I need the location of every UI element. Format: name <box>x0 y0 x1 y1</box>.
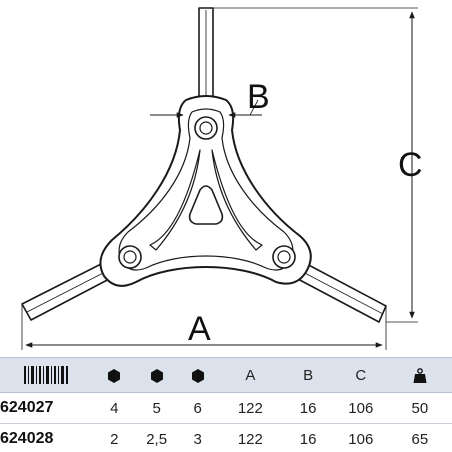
left-recess <box>149 149 201 251</box>
screws <box>118 116 296 269</box>
dimension-c-value: 106 <box>333 392 388 424</box>
dimension-lines <box>21 7 418 350</box>
table-row: 624028 2 2,5 3 122 16 106 65 <box>0 423 452 452</box>
barcode-icon <box>24 366 69 384</box>
header-c: C <box>333 357 388 393</box>
hex-icon <box>108 368 121 383</box>
header-code <box>0 357 93 393</box>
hex-icon <box>150 368 163 383</box>
table-header-row: A B C <box>0 357 452 393</box>
dimension-label-c: C <box>398 146 423 184</box>
dimension-label-b: B <box>247 78 270 116</box>
table-row: 624027 4 5 6 122 16 106 50 <box>0 392 452 424</box>
specification-table: A B C 624027 4 5 6 122 16 106 <box>0 357 452 452</box>
hex-size-2: 2,5 <box>136 423 178 452</box>
y-wrench-technical-drawing: B C A <box>21 7 423 350</box>
weight-value: 65 <box>387 423 452 452</box>
dimension-b-value: 16 <box>282 423 334 452</box>
hex-size-3: 6 <box>177 392 219 424</box>
handle-center-triangle <box>188 185 224 225</box>
weight-value: 50 <box>387 392 452 424</box>
product-code: 624028 <box>0 423 93 452</box>
handle-inner-contour <box>118 108 294 271</box>
header-hex-3 <box>177 357 219 393</box>
hex-size-1: 4 <box>92 392 137 424</box>
dimension-a-value: 122 <box>218 423 283 452</box>
hex-size-3: 3 <box>177 423 219 452</box>
dimension-label-a: A <box>188 310 211 348</box>
header-hex-2 <box>136 357 178 393</box>
hex-size-2: 5 <box>136 392 178 424</box>
product-code: 624027 <box>0 392 93 424</box>
dimension-b-value: 16 <box>282 392 334 424</box>
hex-size-1: 2 <box>92 423 137 452</box>
header-weight <box>387 357 452 393</box>
dimension-c-value: 106 <box>333 423 388 452</box>
header-hex-1 <box>92 357 137 393</box>
header-b: B <box>282 357 334 393</box>
dimension-a-value: 122 <box>218 392 283 424</box>
weight-icon <box>413 367 427 383</box>
handle-body <box>99 95 312 287</box>
right-recess <box>211 149 263 251</box>
header-a: A <box>218 357 283 393</box>
hex-icon <box>191 368 204 383</box>
